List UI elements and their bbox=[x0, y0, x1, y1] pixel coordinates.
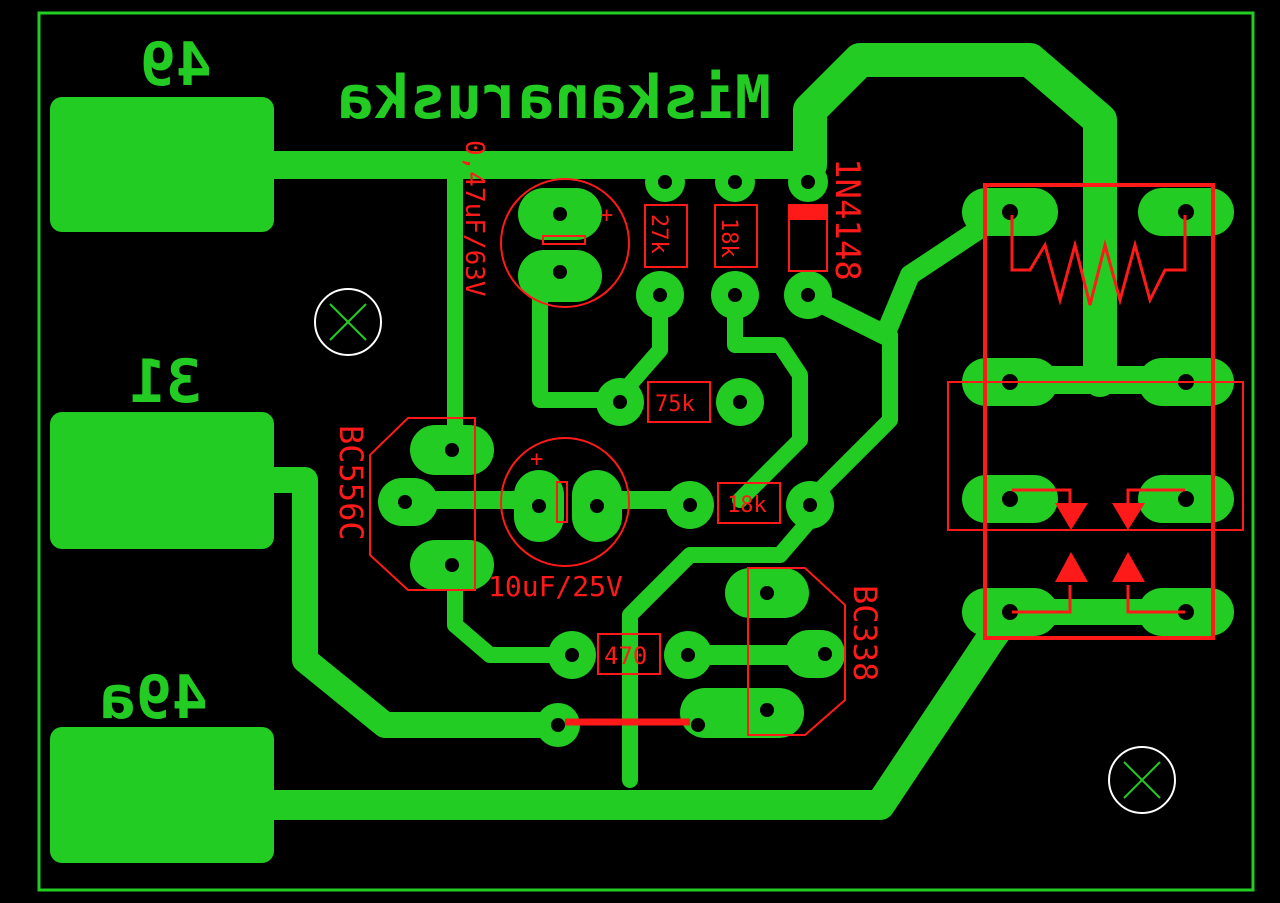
capacitor-c2-outline bbox=[500, 437, 630, 567]
r2-label: 18k bbox=[716, 218, 741, 258]
pad-49a bbox=[50, 727, 274, 863]
transistor-q1-outline bbox=[369, 417, 476, 591]
q2-label: BC338 bbox=[846, 585, 884, 681]
c1-label: 0,47uF/63V bbox=[459, 140, 489, 297]
pad-31 bbox=[50, 412, 274, 549]
resistor-r2-outline bbox=[714, 204, 758, 268]
mounting-hole-left bbox=[314, 288, 382, 356]
board-outline bbox=[37, 11, 1255, 892]
connector-pads bbox=[50, 97, 274, 863]
board-title-group: Miskanaruska bbox=[338, 63, 771, 133]
component-pads bbox=[378, 162, 1234, 747]
r3-label: 75k bbox=[655, 392, 695, 417]
relay-coil-symbol bbox=[1010, 215, 1187, 306]
resistor-r4-outline bbox=[717, 482, 781, 524]
label-49a: 49a bbox=[100, 663, 208, 733]
resistor-r1-outline bbox=[644, 204, 688, 268]
pad-49 bbox=[50, 97, 274, 232]
r5-label: 470 bbox=[604, 642, 647, 670]
transistor-q2-outline bbox=[747, 567, 846, 736]
resistor-r3-outline bbox=[647, 381, 711, 423]
relay-contact-arrows bbox=[1055, 503, 1145, 582]
c1-plus: + bbox=[600, 203, 613, 228]
q1-label: BC556C bbox=[332, 425, 370, 541]
r4-label: 18k bbox=[727, 493, 767, 518]
silkscreen bbox=[369, 178, 1244, 736]
label-31: 31 bbox=[130, 347, 202, 417]
label-49: 49 bbox=[140, 30, 212, 100]
component-labels: 0,47uF/63V + + 27k 18k 75k 18k 470 1N414… bbox=[332, 140, 884, 681]
connector-labels: 49 31 49a bbox=[100, 30, 212, 733]
board-title: Miskanaruska bbox=[338, 63, 771, 133]
mounting-holes bbox=[314, 288, 1176, 814]
diode-label: 1N4148 bbox=[827, 158, 867, 281]
c2-label: 10uF/25V bbox=[488, 570, 623, 603]
capacitor-c1-outline bbox=[500, 178, 630, 308]
r1-label: 27k bbox=[646, 214, 671, 254]
relay-outline bbox=[983, 183, 1215, 640]
mounting-hole-right bbox=[1108, 746, 1176, 814]
c2-plus: + bbox=[530, 447, 543, 472]
resistor-r5-outline bbox=[597, 633, 661, 675]
